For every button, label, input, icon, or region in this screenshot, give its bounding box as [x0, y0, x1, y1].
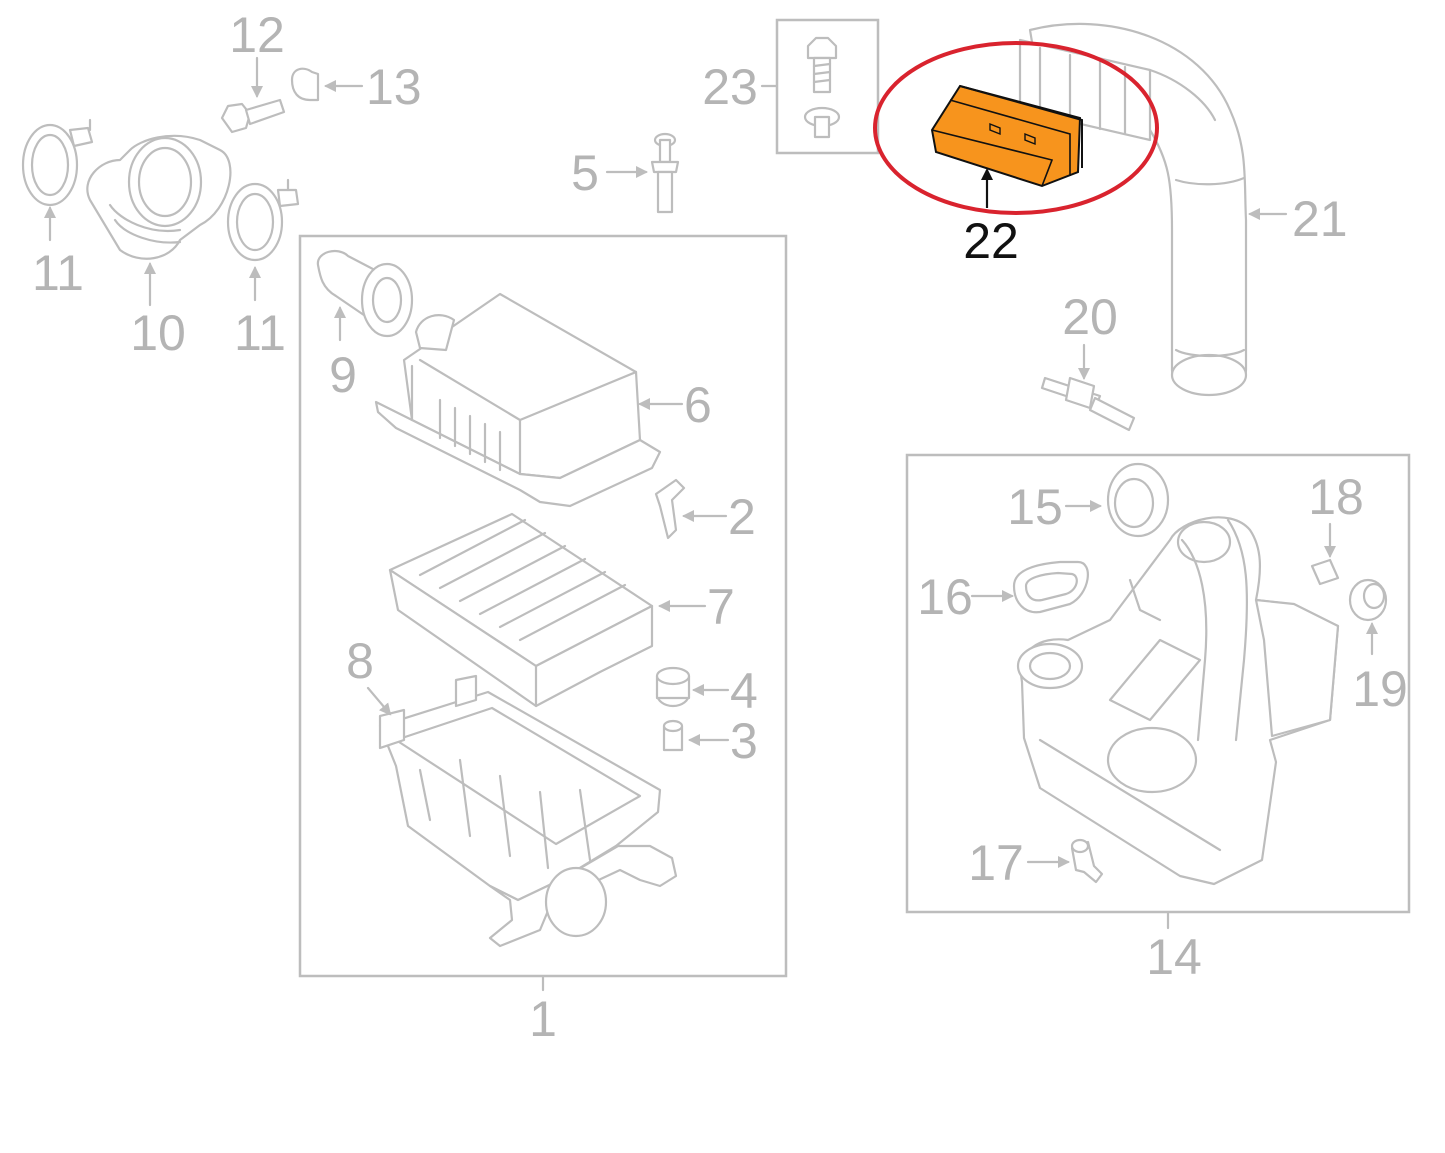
gasket-part-16	[970, 560, 1089, 614]
housing-part-8	[366, 674, 678, 948]
callout-2: 2	[728, 489, 756, 545]
bushing-part-3	[662, 719, 730, 752]
cover-part-6	[374, 292, 684, 508]
callout-13: 13	[366, 59, 422, 115]
clamp-part-11-right	[226, 178, 300, 302]
callout-10: 10	[130, 305, 186, 361]
callout-20: 20	[1062, 289, 1118, 345]
clip-part-5	[605, 132, 680, 214]
callout-16: 16	[917, 569, 973, 625]
pin-part-18	[1310, 522, 1340, 586]
callout-11-right: 11	[234, 305, 286, 361]
callout-8: 8	[346, 633, 374, 689]
clamp-part-11-left	[21, 118, 94, 242]
bracket-part-2	[654, 478, 728, 540]
callout-9: 9	[329, 347, 357, 403]
intake-hose-part-21	[1018, 22, 1248, 397]
duct-part-22-highlighted	[873, 41, 1159, 215]
callout-23: 23	[702, 59, 758, 115]
snorkel-part-9	[316, 249, 414, 342]
highlight-circle	[873, 41, 1159, 215]
callout-22: 22	[963, 213, 1019, 269]
bolt-part-23	[803, 36, 841, 139]
callout-4: 4	[730, 663, 758, 719]
duct-part-10	[86, 134, 232, 307]
grommet-part-19	[1348, 578, 1388, 656]
stud-part-20	[1040, 343, 1136, 432]
callout-7: 7	[707, 579, 735, 635]
clip-part-13	[290, 67, 364, 102]
callout-3: 3	[730, 713, 758, 769]
grommet-part-4	[655, 666, 730, 708]
callout-11-left: 11	[32, 245, 84, 301]
callout-12: 12	[229, 7, 285, 63]
callout-18: 18	[1308, 469, 1364, 525]
callout-5: 5	[571, 145, 599, 201]
fitting-part-17	[1026, 838, 1104, 884]
resonator-assembly-box	[905, 453, 1411, 914]
callout-14: 14	[1146, 929, 1202, 985]
callout-6: 6	[684, 377, 712, 433]
callout-19: 19	[1352, 661, 1408, 717]
callout-17: 17	[968, 835, 1024, 891]
callout-21: 21	[1292, 191, 1348, 247]
callout-1: 1	[529, 991, 557, 1047]
callout-labels: 12 13 11 10 11 5 9 6 2 7 8 4 3 1 23 22 2…	[32, 7, 1408, 1047]
seal-part-15	[1064, 462, 1170, 538]
resonator-part-14	[1016, 516, 1340, 886]
filter-part-7	[388, 512, 707, 708]
bolt-part-12	[220, 56, 286, 134]
callout-15: 15	[1007, 479, 1063, 535]
